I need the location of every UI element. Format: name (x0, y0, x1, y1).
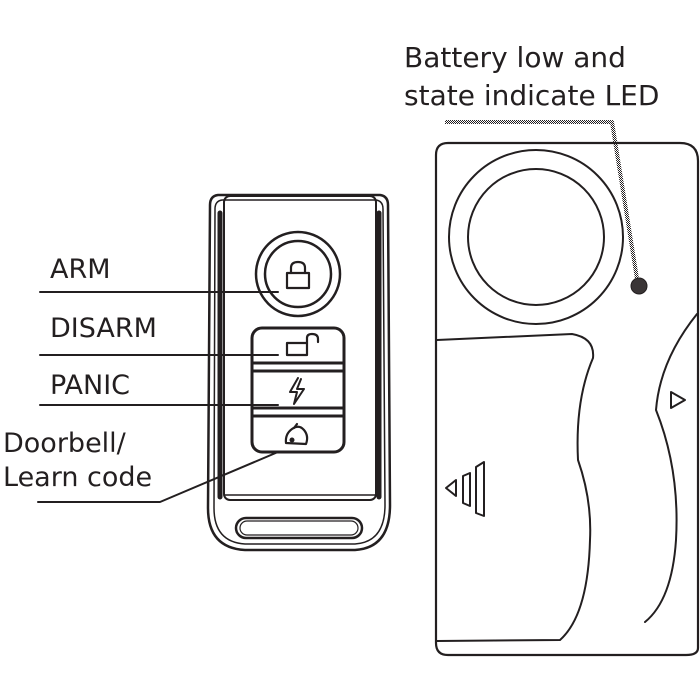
panic-label: PANIC (50, 370, 131, 401)
arm-label: ARM (50, 254, 111, 285)
led-label-line1: Battery low and (404, 41, 626, 74)
remote-key-fob (206, 193, 392, 552)
lock-closed-icon (285, 260, 311, 290)
lock-open-icon (285, 332, 320, 357)
panic-button[interactable] (289, 377, 305, 405)
remote-outer-shell-inner (213, 199, 386, 545)
lightning-bolt-icon (289, 377, 305, 405)
alarm-unit-body (434, 141, 700, 657)
battery-status-led (630, 277, 648, 295)
led-label-line2: state indicate LED (404, 79, 660, 112)
arm-button[interactable] (254, 230, 342, 318)
remote-front-face (223, 195, 377, 501)
disarm-button[interactable] (285, 332, 320, 357)
battery-cover (436, 333, 595, 642)
doorbell-leader-line (37, 451, 279, 503)
button-stack-frame (250, 326, 346, 454)
slide-left-arrow-icon (445, 461, 485, 517)
doorbell-label-line2: Learn code (3, 462, 153, 493)
remote-outer-shell (206, 193, 392, 552)
doorbell-label-line1: Doorbell/ (3, 428, 126, 459)
led-leader-line (445, 120, 640, 286)
side-groove (644, 313, 698, 623)
siren-inner-ring (467, 168, 605, 306)
alarm-unit (434, 141, 700, 657)
bell-icon (284, 422, 309, 446)
disarm-label: DISARM (50, 313, 157, 344)
slide-right-arrow-icon (670, 391, 686, 409)
remote-bottom-slot (234, 516, 364, 540)
doorbell-button[interactable] (284, 422, 309, 446)
siren-outer-ring (448, 149, 624, 325)
